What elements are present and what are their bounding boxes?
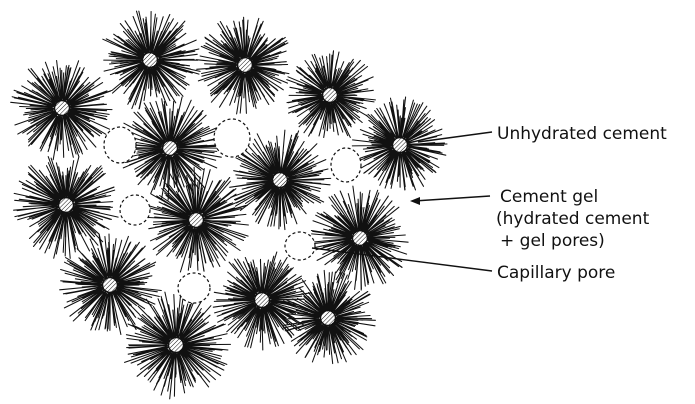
capillary-pore	[178, 273, 210, 303]
capillary-pore	[214, 119, 250, 157]
unhydrated-cement-core	[59, 198, 74, 213]
unhydrated-cement-label: Unhydrated cement	[497, 124, 667, 144]
unhydrated-cement-core	[321, 311, 336, 326]
unhydrated-cement-core	[393, 138, 408, 153]
unhydrated-cement-core	[255, 293, 270, 308]
unhydrated-cement-core	[55, 101, 70, 116]
gel-leader-arrowhead	[410, 197, 420, 205]
unhydrated-cement-core	[273, 173, 288, 188]
unhydrated-cement-core	[143, 53, 158, 68]
cement-gel-label-line2: (hydrated cement	[496, 209, 650, 229]
capillary-pore	[104, 127, 136, 163]
unhydrated-cement-core	[189, 213, 204, 228]
capillary-pore	[120, 195, 150, 225]
gel-particles-group	[11, 11, 447, 399]
capillary-pore	[331, 148, 361, 182]
gel-leader-line	[414, 196, 490, 201]
capillary-pore	[285, 232, 315, 260]
unhydrated-cement-core	[238, 58, 253, 73]
capillary-pore-label: Capillary pore	[497, 263, 615, 283]
unhydrated-cement-core	[353, 231, 368, 246]
cement-gel-label-line3: + gel pores)	[500, 231, 605, 251]
unhydrated-cement-core	[169, 338, 184, 353]
cement-gel-label-line1: Cement gel	[500, 187, 598, 207]
unhydrated-cement-core	[323, 88, 338, 103]
unhydrated-cement-core	[163, 141, 178, 156]
unhydrated-cement-core	[103, 278, 118, 293]
